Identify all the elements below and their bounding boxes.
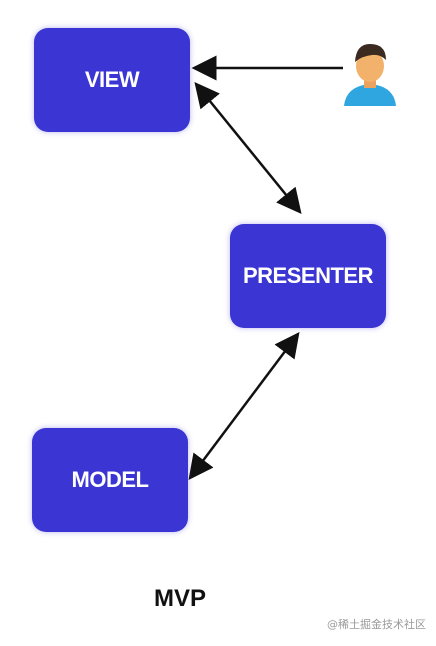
user-icon [344, 44, 396, 106]
arrow-presenter-model [188, 332, 300, 480]
presenter-label: PRESENTER [243, 263, 373, 288]
model-label: MODEL [71, 467, 149, 492]
view-node: VIEW [34, 28, 190, 132]
presenter-node: PRESENTER [230, 224, 386, 328]
diagram-caption: MVP [153, 585, 206, 612]
view-label: VIEW [84, 67, 140, 92]
model-node: MODEL [32, 428, 188, 532]
arrow-view-presenter [194, 82, 302, 214]
watermark: @稀土掘金技术社区 [327, 618, 426, 631]
